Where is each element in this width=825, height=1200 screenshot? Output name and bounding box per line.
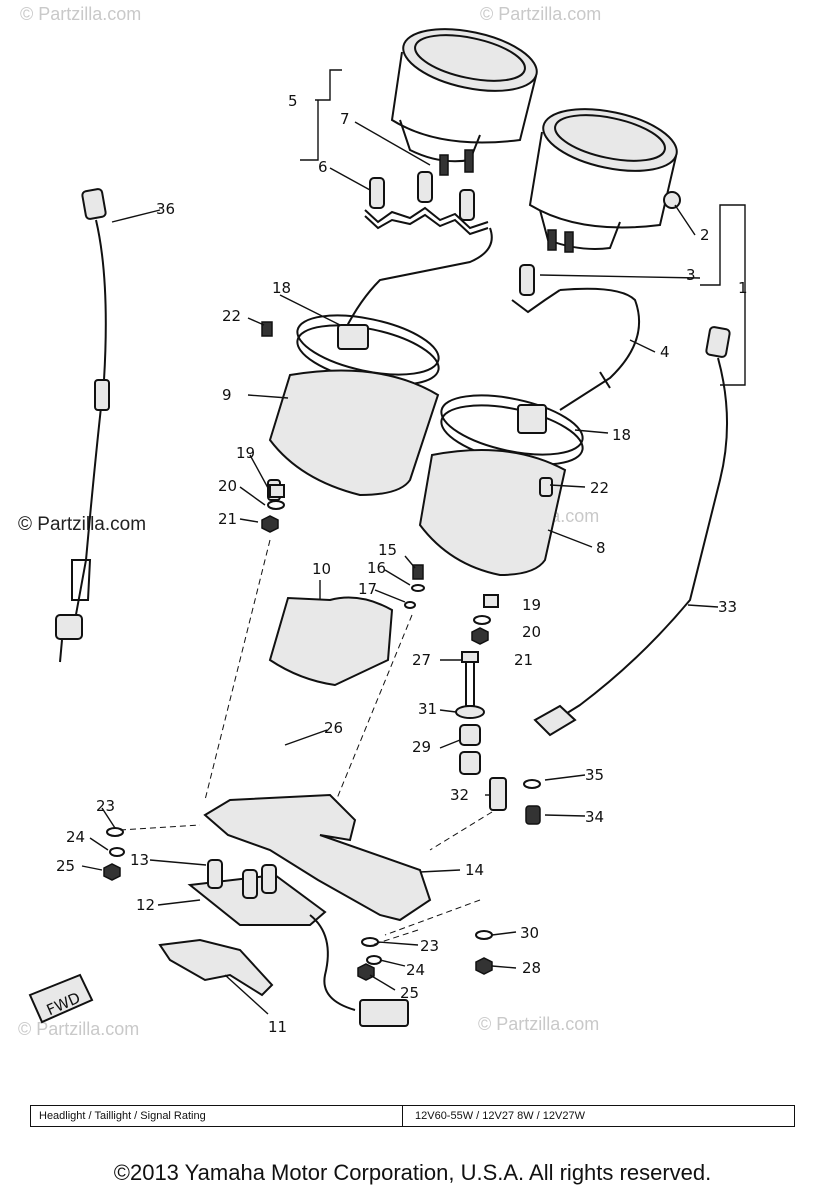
meter-case-left [267, 314, 440, 501]
indicator-bracket [158, 938, 274, 997]
callout-29: 29 [412, 738, 431, 756]
bulb-socket-right [511, 264, 561, 314]
callout-14: 14 [465, 861, 484, 879]
speedometer-cable [55, 188, 110, 663]
bolt-spacer-stack [455, 651, 507, 811]
wire-harness-left [344, 227, 493, 331]
callout-1: 1 [738, 279, 748, 297]
callout-10: 10 [312, 560, 331, 578]
callout-25-left: 25 [56, 857, 75, 875]
indicator-light-assembly [187, 859, 409, 1027]
callout-22-left: 22 [222, 307, 241, 325]
callout-22-right: 22 [590, 479, 609, 497]
watermark-side: © Partzilla.com [18, 514, 146, 535]
callout-12: 12 [136, 896, 155, 914]
dashed-guide-1 [204, 539, 271, 801]
hardware-left [261, 321, 285, 533]
rating-table: Headlight / Taillight / Signal Rating 12… [30, 1105, 795, 1127]
callout-15: 15 [378, 541, 397, 559]
callout-20-right: 20 [522, 623, 541, 641]
speedometer-assembly [390, 28, 538, 176]
callout-6: 6 [318, 158, 328, 176]
callout-4: 4 [660, 343, 670, 361]
callout-13: 13 [130, 851, 149, 869]
rating-label: Headlight / Taillight / Signal Rating [31, 1106, 403, 1126]
callout-17: 17 [358, 580, 377, 598]
callout-19-left: 19 [236, 444, 255, 462]
hardware-bottom [103, 827, 493, 981]
tachometer-assembly [528, 108, 681, 253]
callout-28: 28 [522, 959, 541, 977]
callout-3: 3 [686, 266, 696, 284]
callout-8: 8 [596, 539, 606, 557]
tachometer-cable [523, 326, 731, 825]
watermark-top-right: © Partzilla.com [480, 4, 601, 24]
callout-34: 34 [585, 808, 604, 826]
meter-bracket [203, 793, 432, 922]
callout-24-right: 24 [406, 961, 425, 979]
rating-value: 12V60-55W / 12V27 8W / 12V27W [415, 1110, 585, 1122]
callout-23-right: 23 [420, 937, 439, 955]
copyright-notice: ©2013 Yamaha Motor Corporation, U.S.A. A… [113, 1160, 712, 1185]
callout-7: 7 [340, 110, 350, 128]
callout-21-left: 21 [218, 510, 237, 528]
bulb-sockets-left [364, 171, 489, 236]
watermark-top-left: © Partzilla.com [20, 4, 141, 24]
callout-30: 30 [520, 924, 539, 942]
callout-24-left: 24 [66, 828, 85, 846]
callout-19-right: 19 [522, 596, 541, 614]
meter-cover [268, 596, 394, 687]
callout-18-right: 18 [612, 426, 631, 444]
callout-5: 5 [288, 92, 298, 110]
watermark-bottom-left: © Partzilla.com [18, 1019, 139, 1039]
wire-harness-right [559, 287, 641, 411]
callout-21-right: 21 [514, 651, 533, 669]
callout-2: 2 [700, 226, 710, 244]
callout-11: 11 [268, 1018, 287, 1036]
callout-35: 35 [585, 766, 604, 784]
callout-20-left: 20 [218, 477, 237, 495]
callout-23-left: 23 [96, 797, 115, 815]
callout-32: 32 [450, 786, 469, 804]
callout-9: 9 [222, 386, 232, 404]
callout-26: 26 [324, 719, 343, 737]
watermark-bottom-right: © Partzilla.com [478, 1014, 599, 1034]
callout-16: 16 [367, 559, 386, 577]
callout-31: 31 [418, 700, 437, 718]
meter-case-right [418, 394, 584, 577]
callout-27: 27 [412, 651, 431, 669]
callout-25-right: 25 [400, 984, 419, 1002]
hardware-right [404, 564, 499, 645]
fwd-arrow-icon: FWD [28, 973, 94, 1024]
callout-18-left: 18 [272, 279, 291, 297]
callout-36: 36 [156, 200, 175, 218]
leader-lines [81, 69, 746, 1015]
callout-33: 33 [718, 598, 737, 616]
